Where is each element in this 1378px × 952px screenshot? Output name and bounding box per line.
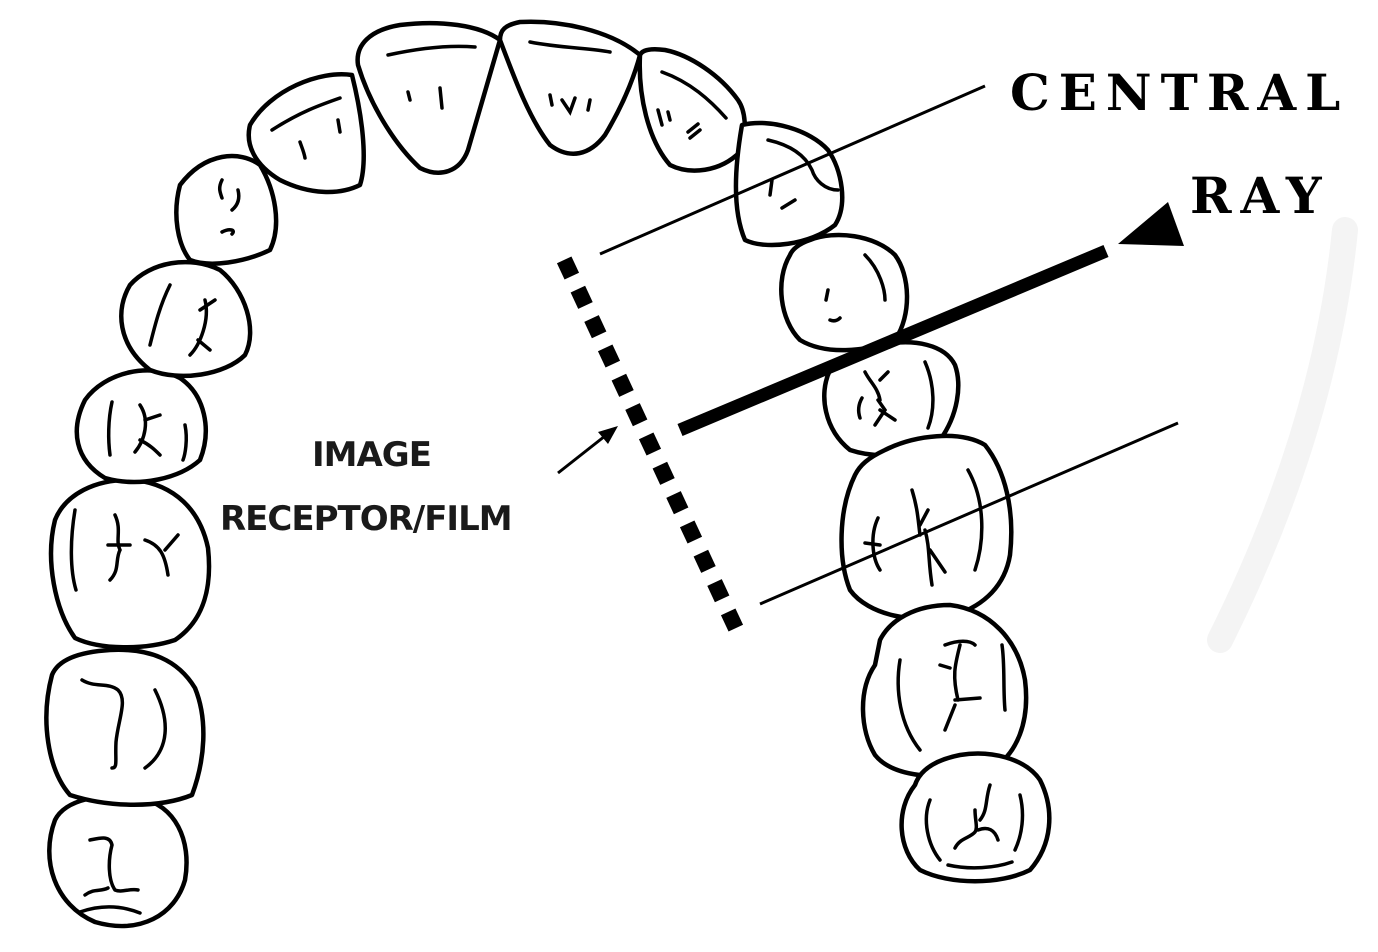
receptor-segment bbox=[693, 549, 716, 573]
receptor-segment bbox=[707, 579, 730, 603]
receptor-segment bbox=[666, 491, 689, 515]
tooth-right-first-premolar bbox=[779, 232, 910, 353]
scan-artifact bbox=[1207, 217, 1358, 653]
receptor-segment bbox=[652, 461, 675, 485]
tooth-left-first-molar bbox=[48, 477, 212, 650]
receptor-segment bbox=[611, 373, 634, 397]
tooth-left-second-molar bbox=[44, 647, 206, 807]
tooth-left-canine bbox=[174, 153, 279, 266]
receptor-segment bbox=[570, 285, 593, 309]
receptor-label-line2: RECEPTOR/FILM bbox=[220, 499, 512, 539]
receptor-segment bbox=[597, 344, 621, 368]
receptor-segment bbox=[556, 256, 580, 280]
tooth-right-third-molar bbox=[899, 751, 1052, 884]
receptor-label-line1: IMAGE bbox=[312, 435, 431, 475]
tooth-right-canine bbox=[733, 120, 845, 248]
tooth-right-lateral-incisor bbox=[637, 46, 747, 173]
receptor-pointer-arrowhead-icon bbox=[598, 426, 618, 444]
tooth-left-central-incisor bbox=[355, 20, 503, 175]
receptor-segment bbox=[625, 403, 648, 427]
tooth-right-second-premolar bbox=[822, 340, 961, 458]
receptor-pointer-arrow bbox=[557, 426, 618, 475]
tooth-left-third-molar bbox=[47, 793, 189, 929]
tooth-left-lateral-incisor bbox=[246, 72, 366, 195]
image-receptor-film bbox=[556, 256, 744, 632]
lower-boundary-ray bbox=[759, 421, 1179, 606]
tooth-right-central-incisor bbox=[497, 19, 643, 156]
receptor-segment bbox=[638, 432, 662, 456]
tooth-left-second-premolar bbox=[74, 368, 208, 485]
central-ray-label-line1: CENTRAL bbox=[1010, 63, 1349, 122]
receptor-segment bbox=[720, 608, 744, 632]
central-ray-arrowhead-icon bbox=[1118, 202, 1184, 246]
central-ray-label-line2: RAY bbox=[1190, 166, 1331, 225]
tooth-left-first-premolar bbox=[119, 259, 253, 379]
upper-boundary-ray bbox=[599, 84, 986, 256]
tooth-right-first-molar bbox=[839, 433, 1014, 622]
receptor-segment bbox=[679, 520, 703, 544]
tooth-right-second-molar bbox=[860, 602, 1029, 779]
receptor-segment bbox=[584, 315, 607, 339]
central-ray bbox=[677, 245, 1109, 436]
